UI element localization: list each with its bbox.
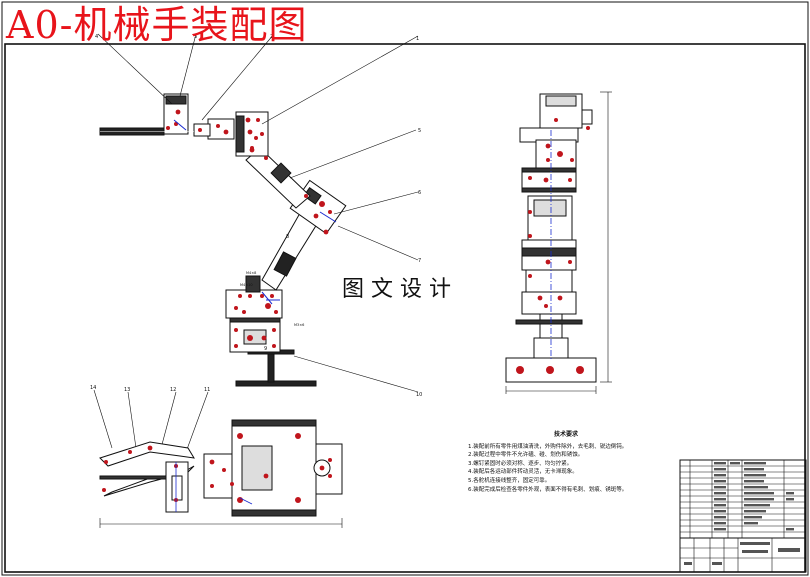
callout-13: 13 xyxy=(124,387,130,393)
callout-14: 14 xyxy=(90,385,96,391)
finger-upper xyxy=(99,441,195,467)
note-item: 1.装配前所有零件用煤油清洗，外购件除外，去毛刺、锐边倒钝。 xyxy=(468,443,628,450)
callout-1: 1 xyxy=(416,36,419,42)
front-dimension-marks xyxy=(173,119,337,305)
front-fasteners xyxy=(166,109,332,348)
callout-2: 2 xyxy=(270,34,273,40)
drawing-title: A0-机械手装配图 xyxy=(6,3,308,47)
base-plate xyxy=(235,380,317,387)
technical-requirements: 技术要求 1.装配前所有零件用煤油清洗，外购件除外，去毛刺、锐边倒钝。 2.装配… xyxy=(468,431,664,494)
parts-list-fills xyxy=(684,462,800,565)
callout-10: 10 xyxy=(416,392,422,398)
callout-labels: 1 2 3 4 5 6 7 8 9 10 11 12 13 14 xyxy=(90,34,422,398)
top-center-lines xyxy=(175,462,253,512)
note-item: 4.装配后各运动部件转动灵活，无卡滞现象。 xyxy=(468,469,578,476)
arm-side-view xyxy=(505,93,597,383)
svg-text:M3×6: M3×6 xyxy=(294,323,304,327)
callout-6: 6 xyxy=(418,190,421,196)
callout-8: 8 xyxy=(286,234,289,240)
callout-12: 12 xyxy=(170,387,176,393)
callout-4: 4 xyxy=(95,34,98,40)
callout-7: 7 xyxy=(418,258,421,264)
parts-list xyxy=(679,459,807,573)
side-dimension xyxy=(505,91,612,394)
callout-5: 5 xyxy=(418,128,421,134)
svg-text:M4×8: M4×8 xyxy=(246,271,256,275)
watermark: 图文设计 xyxy=(336,270,465,304)
callout-11: 11 xyxy=(204,387,210,393)
note-item: 6.装配完成后检查各零件外观，表面不得有毛刺、划痕、锈斑等。 xyxy=(468,486,628,493)
gripper-top-view xyxy=(99,419,343,517)
drawing-frame xyxy=(4,43,806,573)
note-item: 5.各舵机连接线整齐，固定可靠。 xyxy=(468,477,551,484)
arm-front-view xyxy=(99,93,347,387)
note-item: 3.螺钉紧固时必须对称、逐步、均匀拧紧。 xyxy=(468,460,573,467)
leader-lines xyxy=(93,33,419,453)
lower-bracket xyxy=(225,289,283,319)
top-fasteners xyxy=(102,433,332,503)
top-dimension xyxy=(99,518,343,528)
callout-3: 3 xyxy=(194,34,197,40)
note-item: 2.装配过程中零件不允许磕、碰、划伤和锈蚀。 xyxy=(468,452,584,459)
notes-heading: 技术要求 xyxy=(553,431,578,438)
svg-text:M4×10: M4×10 xyxy=(240,283,253,287)
side-fasteners xyxy=(516,118,590,374)
callout-9: 9 xyxy=(264,346,267,352)
